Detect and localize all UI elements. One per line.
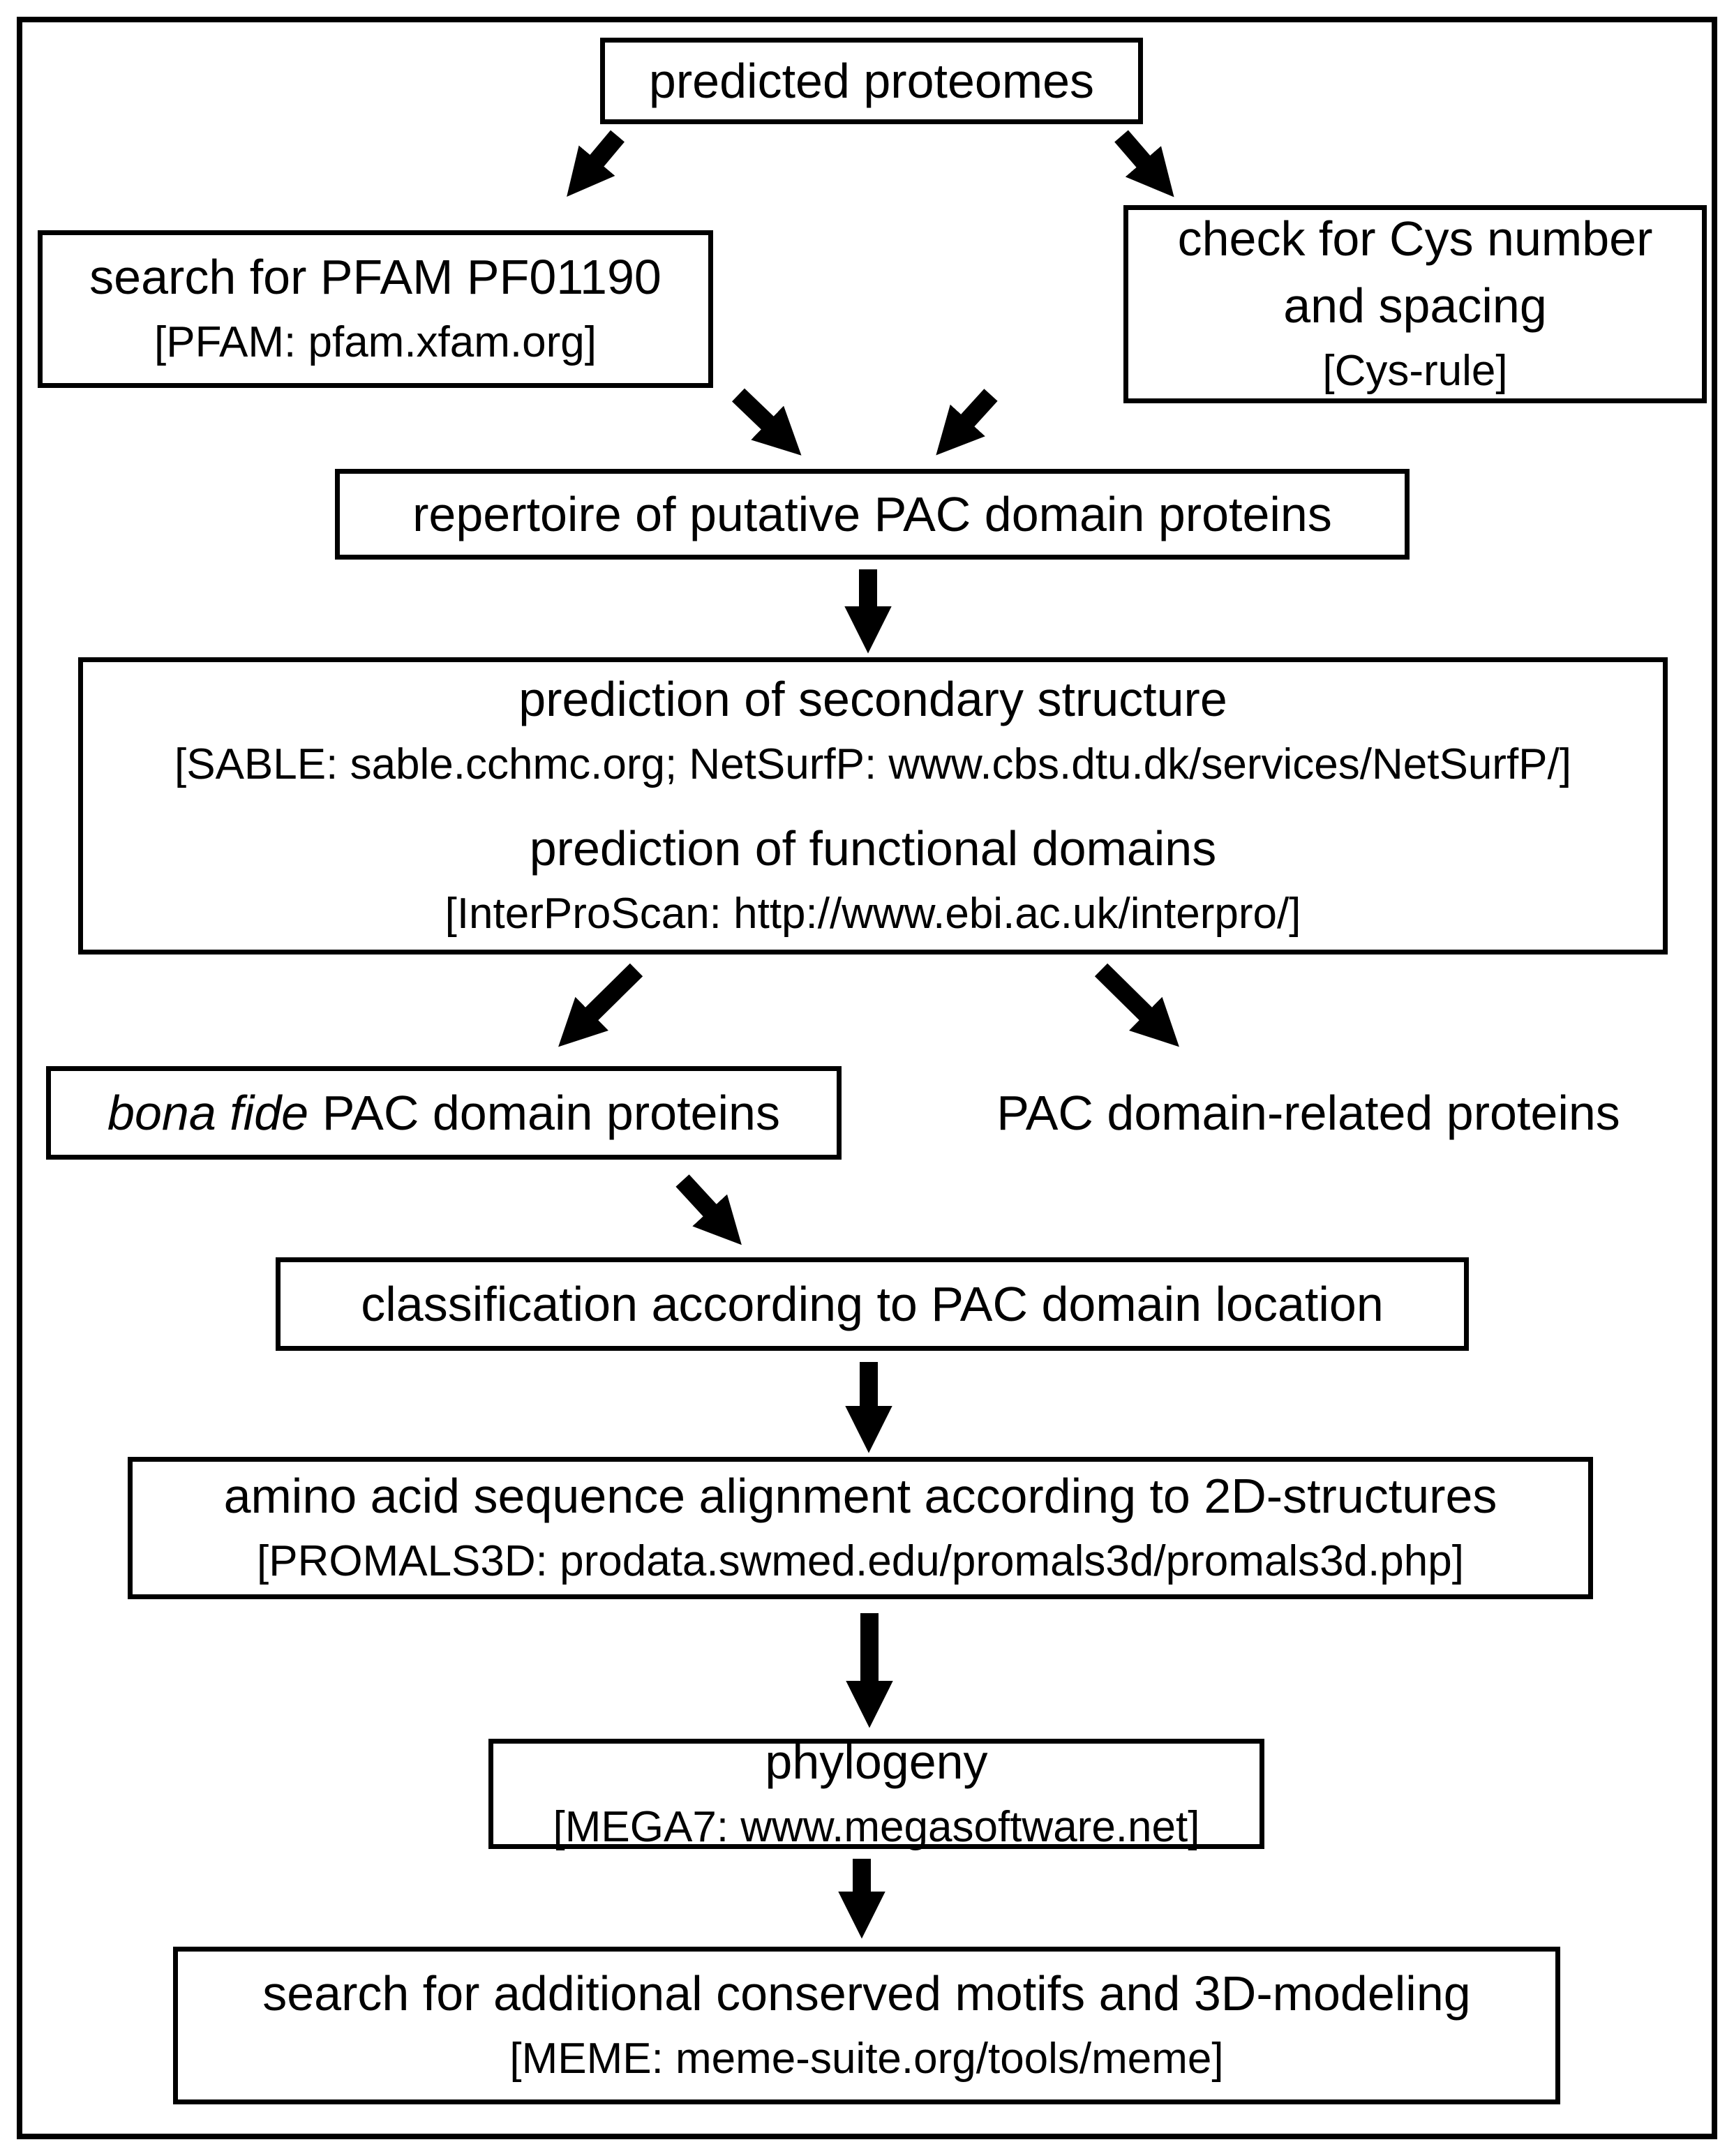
node-label: search for additional conserved motifs a… (262, 1966, 1471, 2021)
node-motif-search-3d-modeling: search for additional conserved motifs a… (173, 1947, 1560, 2104)
node-classification: classification according to PAC domain l… (276, 1257, 1469, 1351)
node-label: repertoire of putative PAC domain protei… (412, 487, 1332, 541)
node-predicted-proteomes: predicted proteomes (600, 38, 1143, 124)
node-tool-reference: [InterProScan: http://www.ebi.ac.uk/inte… (444, 890, 1301, 938)
node-label: predicted proteomes (648, 54, 1095, 108)
node-label: amino acid sequence alignment according … (223, 1469, 1497, 1523)
node-pac-domain-related-proteins: PAC domain-related proteins (956, 1075, 1661, 1151)
node-cys-check: check for Cys number and spacing [Cys-ru… (1123, 205, 1707, 403)
node-structure-domain-prediction: prediction of secondary structure [SABLE… (78, 657, 1668, 955)
node-label: search for PFAM PF01190 (89, 250, 662, 304)
node-tool-reference: [Cys-rule] (1322, 347, 1508, 395)
node-tool-reference: [PROMALS3D: prodata.swmed.edu/promals3d/… (257, 1537, 1464, 1585)
node-tool-reference: [MEME: meme-suite.org/tools/meme] (509, 2035, 1224, 2083)
node-sequence-alignment: amino acid sequence alignment according … (128, 1457, 1593, 1599)
node-tool-reference: [SABLE: sable.cchmc.org; NetSurfP: www.c… (174, 740, 1571, 788)
node-label: prediction of secondary structure (518, 672, 1227, 726)
node-label: check for Cys number (1177, 211, 1653, 266)
node-phylogeny: phylogeny [MEGA7: www.megasoftware.net] (488, 1735, 1264, 1851)
outer-frame (17, 17, 1717, 2139)
node-repertoire: repertoire of putative PAC domain protei… (335, 469, 1410, 560)
node-tool-reference: [MEGA7: www.megasoftware.net] (553, 1803, 1200, 1851)
node-label: classification according to PAC domain l… (361, 1277, 1384, 1331)
node-label: and spacing (1283, 278, 1547, 333)
node-label: phylogeny (765, 1735, 988, 1789)
node-pfam-search: search for PFAM PF01190 [PFAM: pfam.xfam… (38, 230, 713, 388)
node-label-regular-part: PAC domain proteins (322, 1086, 780, 1140)
node-label-italic-part: bona fide (107, 1086, 309, 1140)
node-tool-reference: [PFAM: pfam.xfam.org] (154, 318, 597, 366)
node-label: PAC domain-related proteins (996, 1086, 1620, 1140)
node-label: prediction of functional domains (529, 821, 1217, 876)
